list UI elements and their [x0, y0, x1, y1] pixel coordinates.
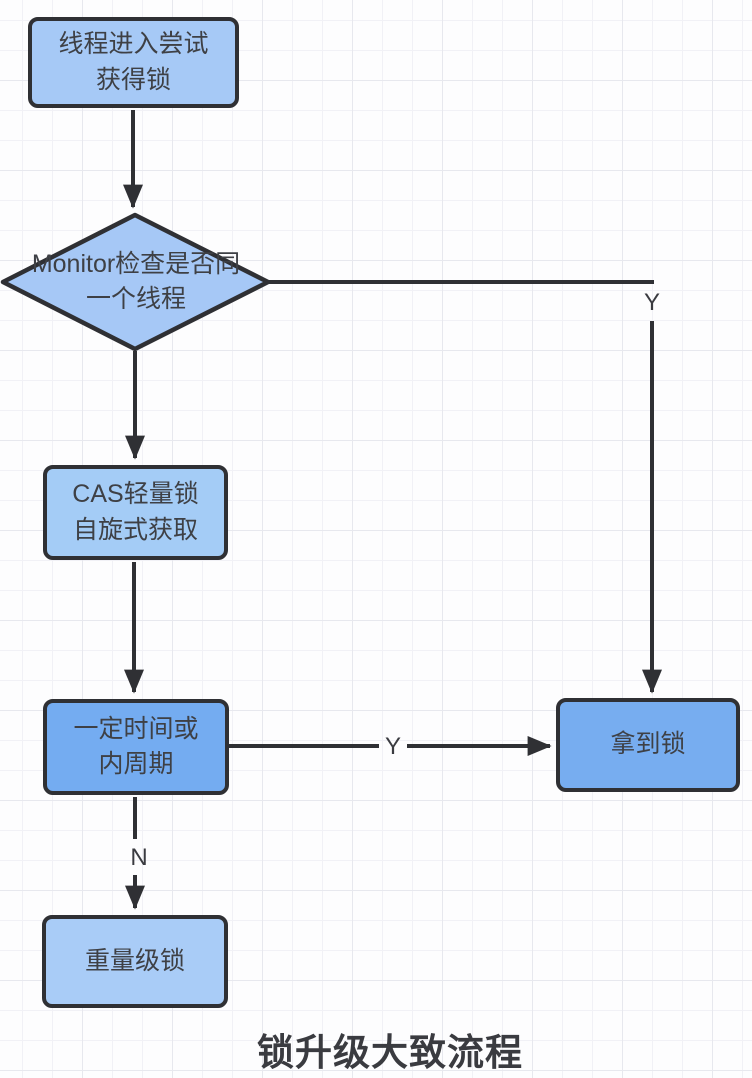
node-cas-spin: CAS轻量锁 自旋式获取 — [43, 465, 228, 560]
node-monitor-check: Monitor检查是否同 一个线程 — [5, 238, 267, 326]
edge-label-spin-yes: Y — [384, 733, 402, 760]
diagram-title: 锁升级大致流程 — [257, 1032, 523, 1073]
node-got-lock-label: 拿到锁 — [610, 730, 686, 759]
node-thread-enter-label: 线程进入尝试 获得锁 — [58, 30, 209, 94]
node-heavy-lock-label: 重量级锁 — [84, 946, 185, 975]
monitor-check-diamond-shape — [0, 212, 271, 352]
edge-label-monitor-yes: Y — [643, 289, 661, 316]
node-heavy-lock: 重量级锁 — [42, 915, 228, 1008]
node-got-lock: 拿到锁 — [556, 698, 740, 792]
node-monitor-check-label: Monitor检查是否同 一个线程 — [31, 249, 241, 314]
node-spin-limit-label: 一定时间或 内周期 — [73, 714, 199, 779]
node-thread-enter: 线程进入尝试 获得锁 — [28, 17, 239, 108]
node-spin-limit: 一定时间或 内周期 — [43, 699, 229, 795]
node-cas-spin-label: CAS轻量锁 自旋式获取 — [72, 480, 199, 544]
edge-label-spin-no: N — [130, 844, 148, 871]
